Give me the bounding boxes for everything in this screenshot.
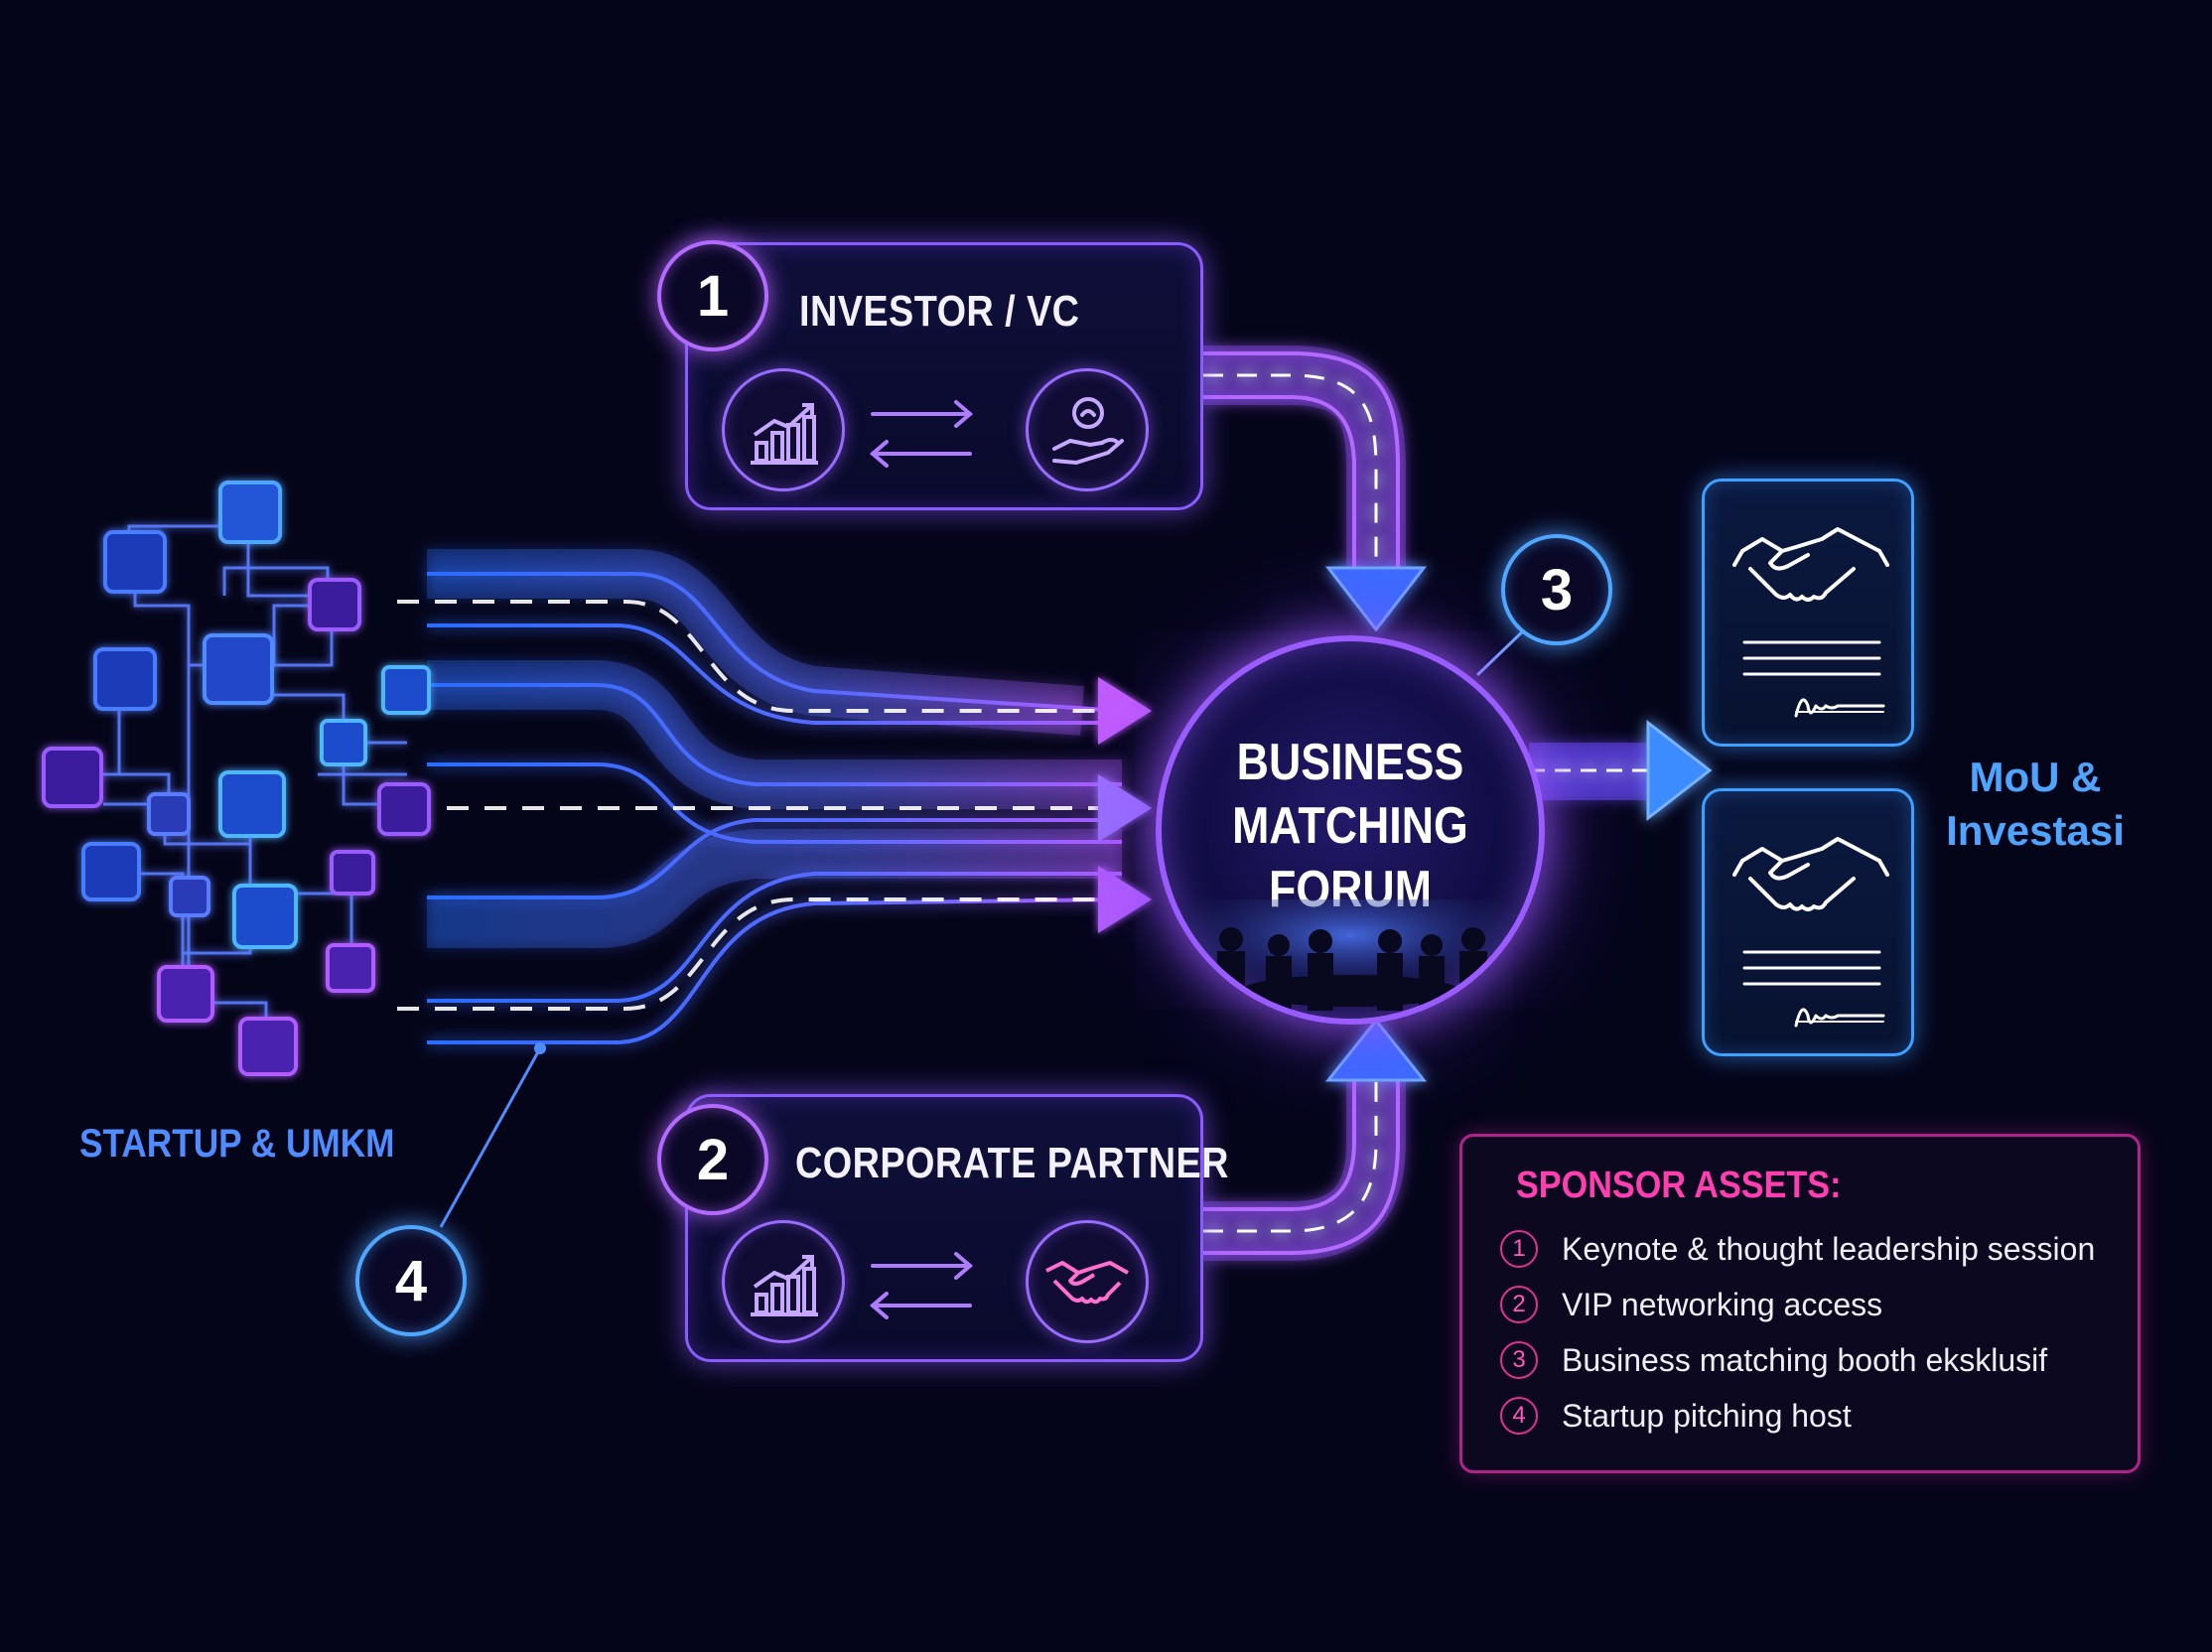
network-node: [381, 665, 431, 715]
sponsor-item: 4 Startup pitching host: [1500, 1391, 1852, 1441]
hub-title: BUSINESS MATCHING FORUM: [1188, 731, 1513, 921]
exchange-arrows-icon: [863, 394, 982, 474]
sponsor-assets-box: SPONSOR ASSETS: 1 Keynote & thought lead…: [1459, 1134, 2141, 1473]
arrowhead-3: [1098, 866, 1152, 933]
hub-title-line: MATCHING: [1232, 797, 1468, 855]
network-node: [238, 1017, 298, 1076]
investor-title: INVESTOR / VC: [799, 287, 1080, 336]
network-node: [330, 850, 375, 895]
network-node: [169, 876, 210, 917]
connector-4: [439, 1047, 542, 1228]
hand-with-coin-icon: [1026, 368, 1149, 491]
sponsor-item-number: 2: [1500, 1286, 1538, 1323]
network-node: [81, 842, 141, 901]
network-node: [203, 633, 274, 705]
sponsor-item-text: Business matching booth eksklusif: [1562, 1341, 2048, 1378]
growth-chart-icon: [722, 1220, 845, 1343]
network-node: [326, 943, 375, 993]
network-node: [320, 719, 367, 766]
corporate-title: CORPORATE PARTNER: [795, 1139, 1229, 1187]
sponsor-title: SPONSOR ASSETS:: [1516, 1165, 1842, 1206]
exchange-arrows-icon: [863, 1246, 982, 1325]
flow-lanes: [427, 549, 1123, 1044]
sponsor-item: 3 Business matching booth eksklusif: [1500, 1335, 2047, 1385]
handshake-document-icon: [1702, 479, 1914, 747]
connector-3: [1475, 623, 1531, 677]
network-node: [218, 770, 286, 838]
flow-dashes: [397, 600, 1102, 1011]
sponsor-item-text: VIP networking access: [1562, 1286, 1883, 1322]
step-badge-4: 4: [355, 1225, 467, 1336]
startup-label: STARTUP & UMKM: [79, 1122, 395, 1166]
growth-chart-icon: [722, 368, 845, 491]
business-matching-hub: BUSINESS MATCHING FORUM: [1156, 635, 1545, 1025]
hub-title-line: BUSINESS: [1236, 734, 1464, 791]
meeting-crowd-illustration: [1162, 899, 1539, 1019]
network-node: [147, 792, 191, 836]
network-node: [157, 965, 214, 1023]
corporate-card: CORPORATE PARTNER: [685, 1094, 1228, 1362]
sponsor-item-text: Startup pitching host: [1562, 1397, 1852, 1434]
corporate-pipe: [1203, 1018, 1428, 1261]
sponsor-item-number: 4: [1500, 1397, 1538, 1435]
investor-pipe: [1203, 345, 1428, 632]
sponsor-item-number: 1: [1500, 1230, 1538, 1268]
investor-card: INVESTOR / VC: [685, 242, 1203, 510]
network-node: [93, 647, 157, 711]
sponsor-item: 2 VIP networking access: [1500, 1280, 1882, 1329]
network-node: [103, 530, 167, 594]
network-node: [42, 747, 103, 808]
network-node: [308, 578, 361, 631]
flow-lane-3: [427, 829, 1122, 948]
network-node: [218, 481, 282, 544]
sponsor-item: 1 Keynote & thought leadership session: [1500, 1224, 2095, 1274]
network-node: [232, 884, 298, 949]
flow-arrowheads: [1098, 677, 1152, 933]
arrowhead-1: [1098, 677, 1152, 745]
network-node: [377, 782, 431, 836]
handshake-icon: [1026, 1220, 1149, 1343]
step-badge-3: 3: [1501, 534, 1612, 645]
mou-investasi-label: MoU & Investasi: [1946, 751, 2125, 858]
mou-label-line: Investasi: [1946, 807, 2125, 854]
output-arrow: [1529, 719, 1713, 822]
arrowhead-corporate: [1324, 1018, 1428, 1082]
arrowhead-2: [1098, 774, 1152, 842]
step-badge-1: 1: [657, 240, 768, 351]
startup-network: [42, 481, 431, 1076]
sponsor-item-number: 3: [1500, 1341, 1538, 1379]
sponsor-item-text: Keynote & thought leadership session: [1562, 1230, 2096, 1267]
mou-label-line: MoU &: [1969, 754, 2102, 800]
step-badge-2: 2: [657, 1104, 768, 1215]
handshake-document-icon: [1702, 788, 1914, 1056]
arrowhead-investor: [1324, 566, 1428, 632]
